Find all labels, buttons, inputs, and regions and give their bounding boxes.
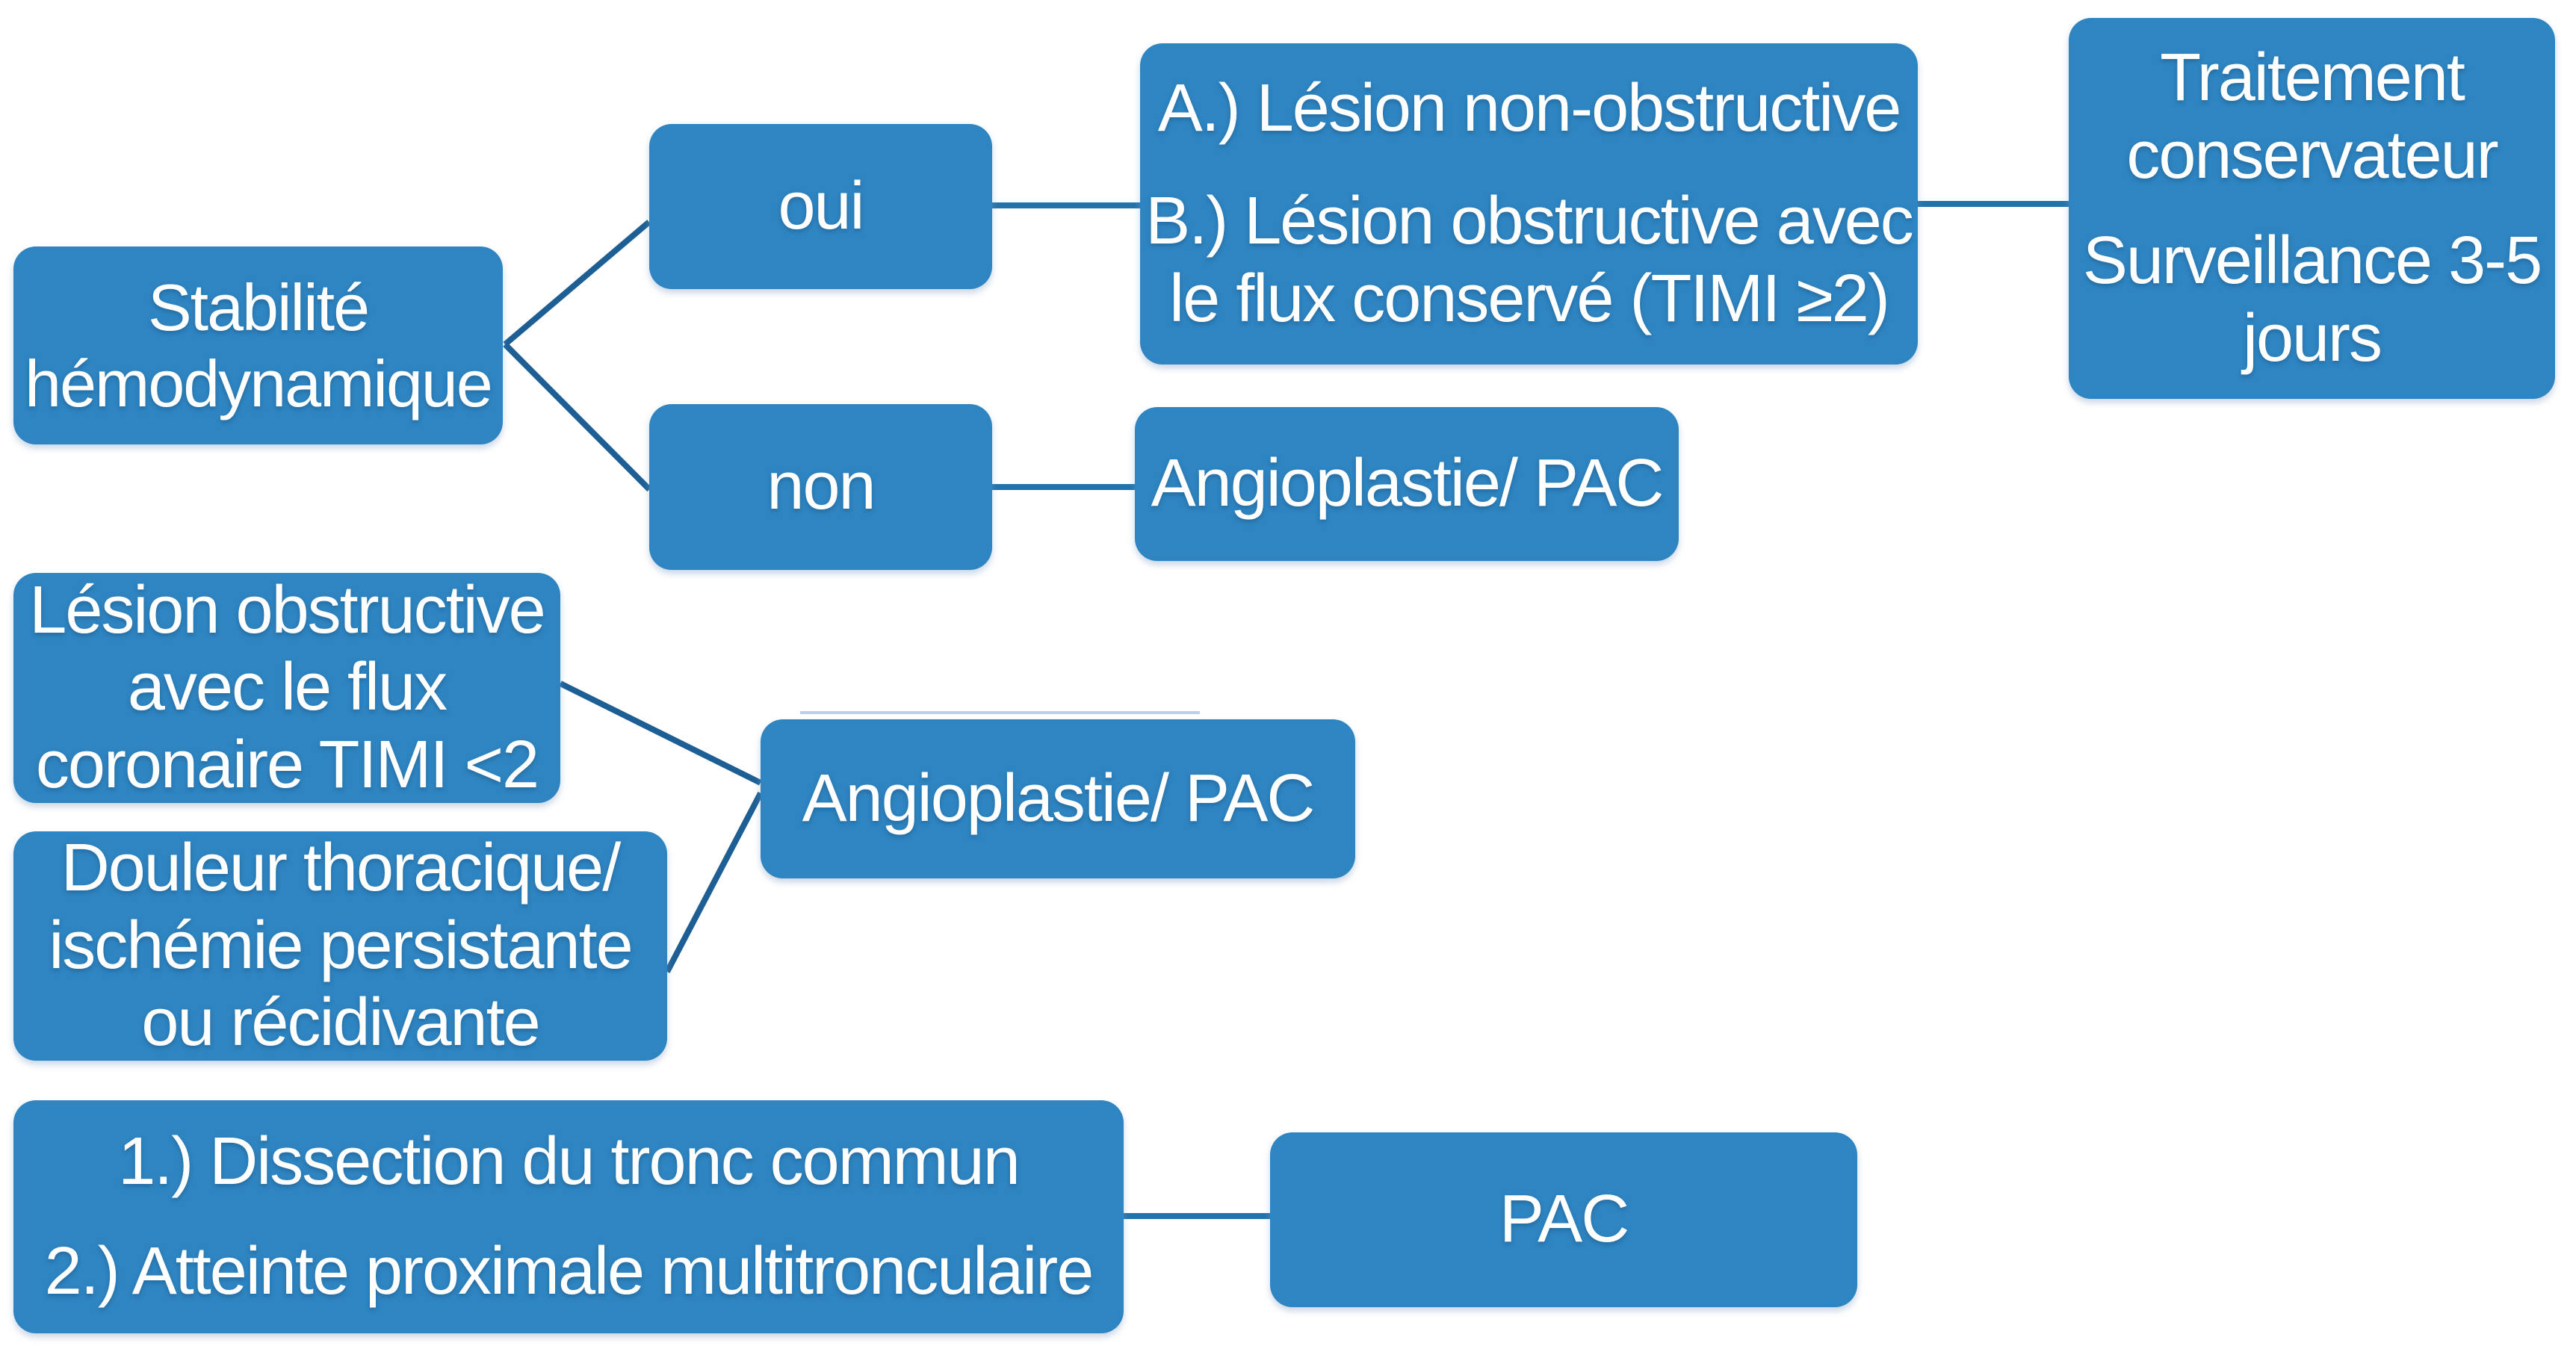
edge-lesion-timi-to-angioplastie-milieu <box>559 680 762 786</box>
node-text-line: Angioplastie/ PAC <box>1151 446 1665 521</box>
node-traitement-conservateur: Traitement conservateur Surveillance 3-5… <box>2069 18 2555 399</box>
node-oui: oui <box>649 124 992 289</box>
node-text-line: PAC <box>1499 1182 1629 1257</box>
node-text-line: Douleur thoracique/ <box>61 831 621 906</box>
edge-douleur-to-angioplastie-milieu <box>664 791 764 973</box>
node-non: non <box>649 404 992 570</box>
node-text-line: Surveillance 3-5 <box>2082 223 2542 298</box>
node-text-line: ischémie persistante <box>49 908 633 983</box>
edge-stabilite-to-oui <box>503 220 651 347</box>
node-text-line: Lésion obstructive <box>29 572 545 648</box>
node-paragraph: A.) Lésion non-obstructive <box>1157 70 1902 148</box>
node-paragraph: 2.) Atteinte proximale multitronculaire <box>44 1233 1095 1311</box>
edge-dissection-to-pac <box>1124 1213 1270 1219</box>
node-text-line: B.) Lésion obstructive avec <box>1145 184 1914 259</box>
edge-lesion-ab-to-traitement <box>1918 201 2069 207</box>
node-angioplastie-pac-milieu: Angioplastie/ PAC <box>761 719 1355 878</box>
node-text-line: Stabilité <box>147 270 370 345</box>
node-text-line: ou récidivante <box>141 985 540 1061</box>
node-text-line: Traitement <box>2160 40 2465 115</box>
node-text-line: A.) Lésion non-obstructive <box>1157 70 1902 146</box>
node-text-line: non <box>767 449 876 524</box>
node-dissection-tronc-commun: 1.) Dissection du tronc commun 2.) Attei… <box>13 1100 1124 1333</box>
node-text-line: le flux conservé (TIMI ≥2) <box>1169 261 1890 336</box>
node-text-line: avec le flux <box>127 650 448 725</box>
edge-non-to-angioplastie-haut <box>992 484 1135 490</box>
node-douleur-thoracique: Douleur thoracique/ ischémie persistante… <box>13 831 667 1061</box>
node-angioplastie-pac-haut: Angioplastie/ PAC <box>1135 407 1679 561</box>
node-paragraph: Traitement conservateur <box>2126 40 2498 194</box>
node-text-line: oui <box>778 168 864 244</box>
node-text-line: coronaire TIMI <2 <box>35 727 539 802</box>
node-text-line: 2.) Atteinte proximale multitronculaire <box>44 1234 1095 1309</box>
node-text-line: hémodynamique <box>25 346 493 421</box>
node-text-line: Angioplastie/ PAC <box>802 760 1316 836</box>
edge-oui-to-lesion-ab <box>992 202 1140 208</box>
node-text-line: conservateur <box>2126 117 2498 193</box>
node-lesion-a-b: A.) Lésion non-obstructive B.) Lésion ob… <box>1140 43 1918 365</box>
node-text-line: 1.) Dissection du tronc commun <box>118 1123 1020 1199</box>
node-paragraph: 1.) Dissection du tronc commun <box>118 1123 1020 1201</box>
artifact-line <box>800 711 1200 714</box>
edge-stabilite-to-non <box>503 342 652 492</box>
node-stabilite-hemodynamique: Stabilité hémodynamique <box>13 246 503 444</box>
node-lesion-obstructive-timi: Lésion obstructive avec le flux coronair… <box>13 573 560 803</box>
node-paragraph: B.) Lésion obstructive avec le flux cons… <box>1145 183 1914 338</box>
node-text-line: jours <box>2242 300 2383 376</box>
node-paragraph: Surveillance 3-5 jours <box>2082 223 2542 377</box>
node-pac: PAC <box>1270 1132 1857 1307</box>
